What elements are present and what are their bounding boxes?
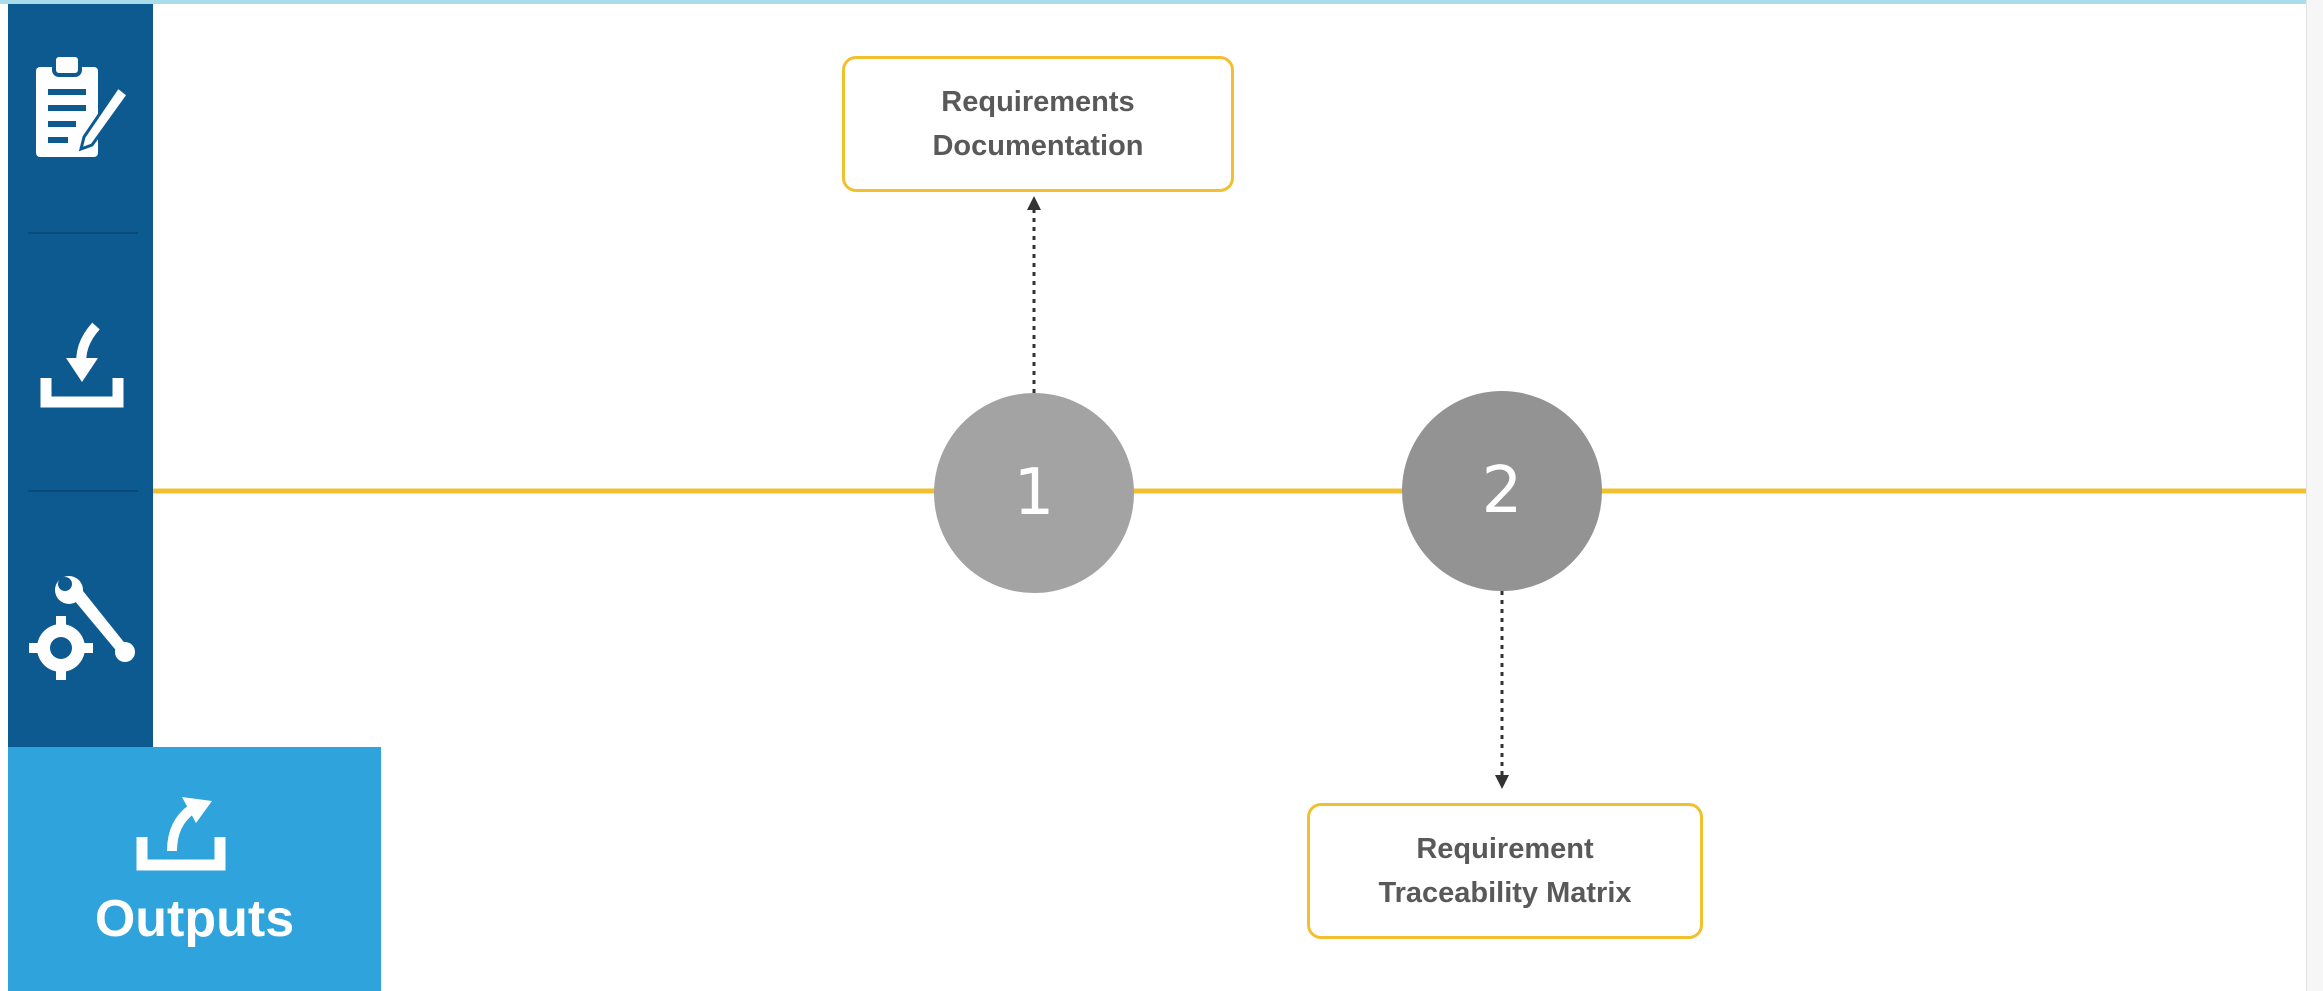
output-box-traceability-matrix: Requirement Traceability Matrix <box>1307 803 1703 939</box>
outputs-label: Outputs <box>94 890 295 948</box>
right-edge-strip <box>2306 0 2323 991</box>
clipboard-pen-icon <box>35 53 130 157</box>
sidebar-item-tools[interactable] <box>8 556 153 696</box>
step-node-2: 2 <box>1402 391 1602 591</box>
sidebar-separator <box>28 232 138 234</box>
wrench-gear-icon <box>28 576 135 680</box>
top-border <box>0 0 2323 4</box>
output-box-requirements-documentation: Requirements Documentation <box>842 56 1234 192</box>
connector-1-arrowhead <box>1027 196 1041 210</box>
sidebar-item-outputs[interactable]: Outputs <box>8 747 381 991</box>
download-tray-icon <box>40 322 123 408</box>
sidebar-separator <box>28 490 138 492</box>
step-node-1: 1 <box>934 393 1134 593</box>
sidebar-item-inputs[interactable] <box>8 296 153 436</box>
connector-2-arrowhead <box>1495 775 1509 789</box>
sidebar-item-inputs-doc[interactable] <box>8 40 153 180</box>
upload-tray-icon <box>136 797 226 871</box>
